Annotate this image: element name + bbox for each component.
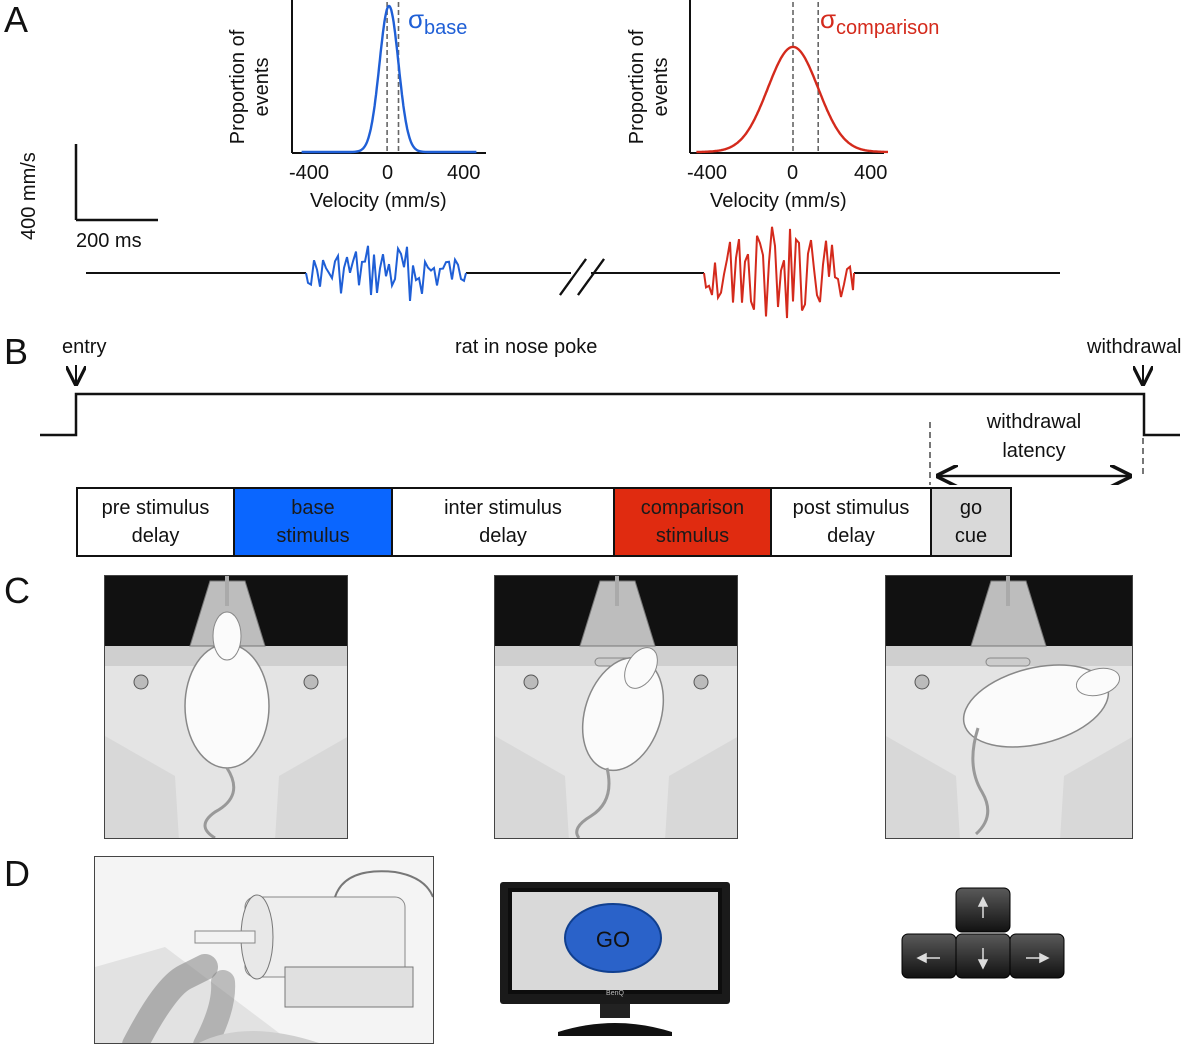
base-tick-400: 400 [447, 162, 481, 184]
panel-label-b: B [4, 331, 29, 372]
trial-timeline: pre stimulus delay base stimulus inter s… [76, 487, 1012, 557]
withdrawal-latency-line2: latency [1002, 440, 1066, 462]
comparison-tick-neg400: -400 [687, 162, 728, 184]
base-plot-ylabel: Proportion of events [227, 0, 273, 150]
rat-illustration-1 [104, 575, 348, 839]
arrow-keys [900, 886, 1068, 982]
computer-monitor: GO BenQ [500, 882, 730, 1038]
sigma-base-label: σbase [408, 4, 468, 39]
comparison-ylabel-line2: events [650, 57, 672, 117]
base-xlabel: Velocity (mm/s) [310, 190, 447, 212]
right-arrow-key [1009, 933, 1065, 979]
monitor-brand: BenQ [606, 990, 624, 997]
base-tick-0: 0 [382, 162, 394, 184]
base-ylabel-line2: events [251, 57, 273, 117]
withdrawal-label: withdrawal [1087, 336, 1182, 358]
left-arrow-key [901, 933, 957, 979]
withdrawal-latency-label: withdrawal latency [968, 408, 1100, 466]
segment-base-stimulus: base stimulus [235, 489, 393, 555]
base-distribution-plot [291, 0, 486, 154]
scale-bar-horizontal-label: 200 ms [76, 230, 142, 252]
withdrawal-latency-line1: withdrawal [986, 411, 1082, 433]
comparison-gaussian-curve [696, 45, 888, 154]
segment-post-stimulus-delay: post stimulus delay [772, 489, 932, 555]
comparison-plot-ylabel: Proportion of events [626, 0, 672, 150]
rat-illustration-2 [494, 575, 738, 839]
entry-label: entry [62, 336, 107, 358]
go-button-graphic [564, 903, 662, 973]
panel-label-d: D [4, 853, 30, 894]
human-hand-apparatus-illustration [94, 856, 434, 1044]
rat-in-nose-poke-label: rat in nose poke [455, 336, 598, 358]
comparison-tick-400: 400 [854, 162, 888, 184]
panel-label-c: C [4, 570, 30, 611]
base-tick-neg400: -400 [289, 162, 330, 184]
scale-bar [74, 144, 158, 222]
comparison-tick-0: 0 [787, 162, 799, 184]
panel-label-a: A [4, 0, 29, 40]
rat-illustration-3 [885, 575, 1133, 839]
comparison-xlabel: Velocity (mm/s) [710, 190, 847, 212]
segment-comparison-stimulus: comparison stimulus [615, 489, 772, 555]
segment-pre-stimulus-delay: pre stimulus delay [78, 489, 235, 555]
comparison-stimulus-trace [703, 226, 855, 319]
base-stimulus-trace [305, 245, 467, 301]
comparison-distribution-plot [689, 0, 888, 154]
sigma-comparison-label: σcomparison [820, 4, 940, 39]
base-ylabel-line1: Proportion of [227, 29, 249, 145]
monitor-go-text: GO [595, 927, 631, 952]
segment-inter-stimulus-delay: inter stimulus delay [393, 489, 615, 555]
segment-go-cue: go cue [932, 489, 1010, 555]
stimulus-trace [86, 226, 1060, 319]
comparison-ylabel-line1: Proportion of [626, 29, 648, 145]
base-gaussian-curve [301, 4, 477, 154]
nose-poke-signal [40, 365, 1180, 485]
